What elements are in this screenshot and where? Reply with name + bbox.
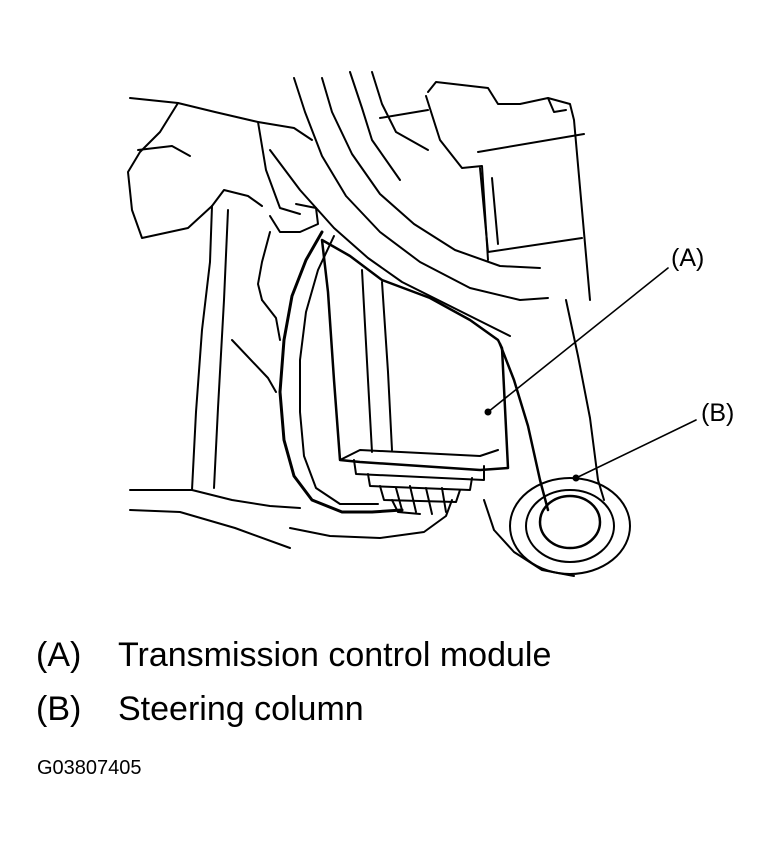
legend-text-a: Transmission control module — [118, 636, 552, 674]
callout-leaders — [487, 267, 697, 479]
tcm-location-illustration — [127, 71, 697, 577]
module-connectors — [353, 459, 485, 515]
dash-panel-left — [127, 97, 313, 549]
legend-key-a: (A) — [36, 636, 82, 674]
steering-column — [483, 299, 631, 577]
column-end-mid — [525, 489, 615, 563]
column-end-inner — [538, 494, 602, 550]
control-module-body — [320, 238, 510, 472]
callout-label-a: (A) — [671, 244, 705, 272]
column-end-outer — [509, 477, 631, 575]
legend-key-b: (B) — [36, 690, 82, 728]
legend-row-b: (B) Steering column — [36, 692, 364, 726]
leader-a — [487, 267, 669, 413]
duct-hoses — [269, 71, 549, 337]
figure-id: G03807405 — [37, 757, 142, 779]
legend-text-b: Steering column — [118, 690, 364, 728]
upper-bracket — [379, 81, 591, 301]
legend-row-a: (A) Transmission control module — [36, 638, 551, 672]
wiring-harness — [257, 203, 453, 539]
callout-label-b: (B) — [701, 399, 735, 427]
leader-b — [575, 419, 697, 479]
